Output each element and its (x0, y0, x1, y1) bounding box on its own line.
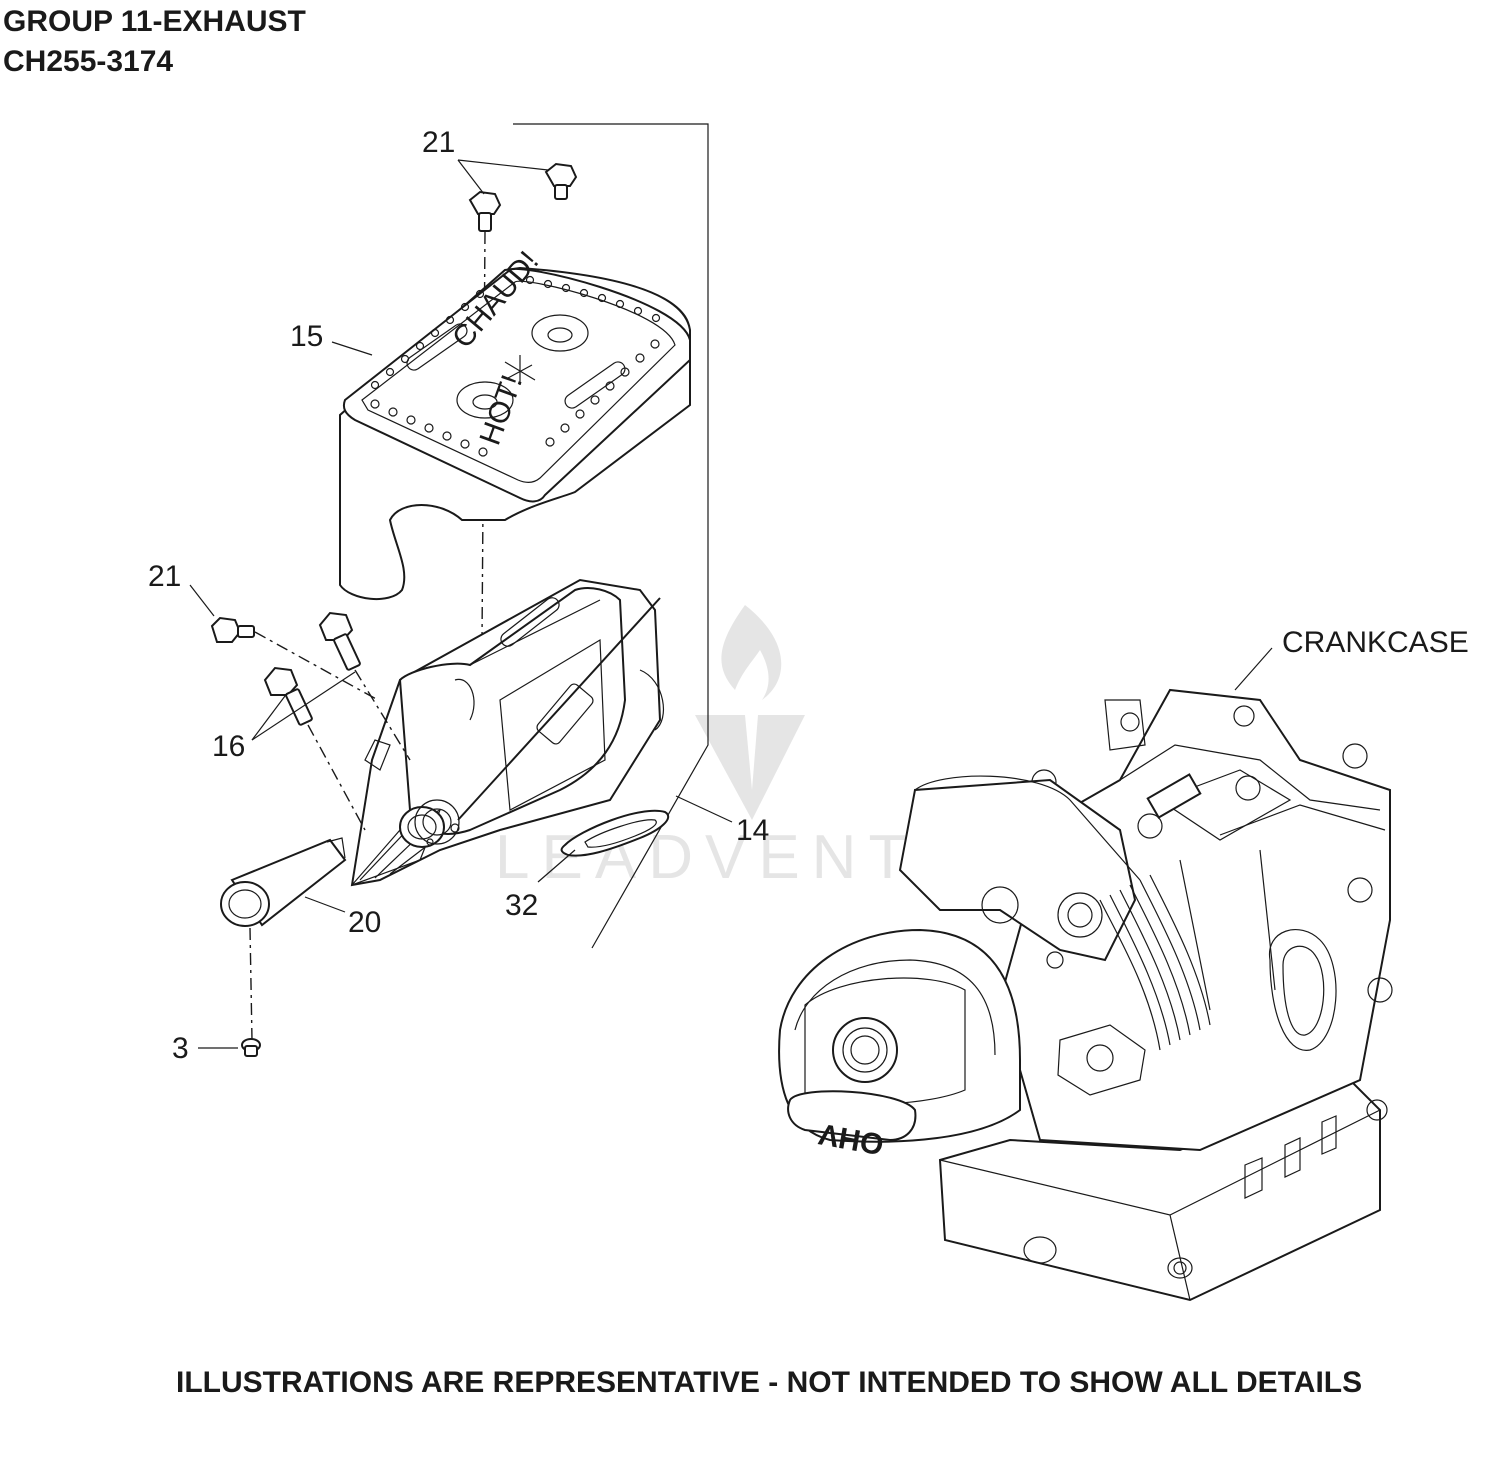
disclaimer-footer: ILLUSTRATIONS ARE REPRESENTATIVE - NOT I… (176, 1366, 1363, 1399)
page-header: GROUP 11-EXHAUST CH255-3174 (3, 2, 306, 82)
arrestor-screw (241, 1038, 261, 1057)
mounting-bolt-upper (318, 611, 361, 671)
crankshaft-port (832, 1017, 898, 1083)
callout-32: 32 (505, 889, 538, 922)
spark-arrestor (220, 837, 347, 927)
top-bolt-left (468, 190, 502, 232)
model-number: CH255-3174 (3, 45, 174, 78)
leader-14 (675, 795, 733, 823)
cylinder-fins (1099, 874, 1211, 1051)
leader-21-top-a (457, 159, 485, 195)
callout-20: 20 (348, 906, 381, 939)
callout-15: 15 (290, 320, 323, 353)
centerline-bolt-lower (307, 724, 366, 831)
leader-crankcase (1234, 647, 1273, 691)
crankcase-block (998, 688, 1391, 1152)
exploded-parts-diagram: LEADVENTURE (148, 123, 1469, 1302)
heat-shield: HOT! CHAUD! (339, 245, 691, 601)
mounting-bolt-lower (263, 666, 313, 726)
side-bolt (210, 616, 255, 643)
heat-shield-vents-left (370, 399, 488, 457)
leader-32 (537, 849, 576, 883)
top-bolt-right (544, 162, 578, 200)
leader-16-a (251, 695, 286, 741)
leader-15 (331, 341, 373, 356)
watermark-flame-icon (721, 605, 782, 700)
crankcase-engine: OHV (778, 688, 1393, 1302)
crankcase-decal (1146, 773, 1202, 819)
callout-14: 14 (736, 814, 769, 847)
callout-crankcase: CRANKCASE (1282, 626, 1469, 659)
ohv-badge (787, 1090, 917, 1142)
callout-21-left: 21 (148, 560, 181, 593)
exhaust-flange (1057, 1024, 1146, 1096)
rocker-cover (898, 778, 1137, 962)
leader-21-top-b (457, 159, 549, 171)
muffler-outlet-port (399, 799, 460, 848)
heat-shield-vents-top (370, 275, 661, 390)
heat-shield-vents-right (545, 339, 660, 447)
leader-21-left (189, 584, 215, 617)
hot-surface-warning-icon (504, 355, 536, 385)
crankcase-main-bearing (1269, 929, 1337, 1051)
leader-20 (304, 896, 346, 913)
callout-3: 3 (172, 1032, 189, 1065)
centerline-bolt-upper (354, 669, 411, 761)
callout-21-top: 21 (422, 126, 455, 159)
exhaust-gasket (560, 809, 670, 857)
centerline-side-bolt (254, 631, 379, 701)
centerline-arrestor-screw (249, 927, 253, 1041)
callout-16: 16 (212, 730, 245, 763)
assembly-bracket-line (513, 123, 709, 949)
group-title: GROUP 11-EXHAUST (3, 5, 306, 38)
leader-16-b (251, 671, 356, 741)
watermark-v-icon (695, 715, 805, 820)
